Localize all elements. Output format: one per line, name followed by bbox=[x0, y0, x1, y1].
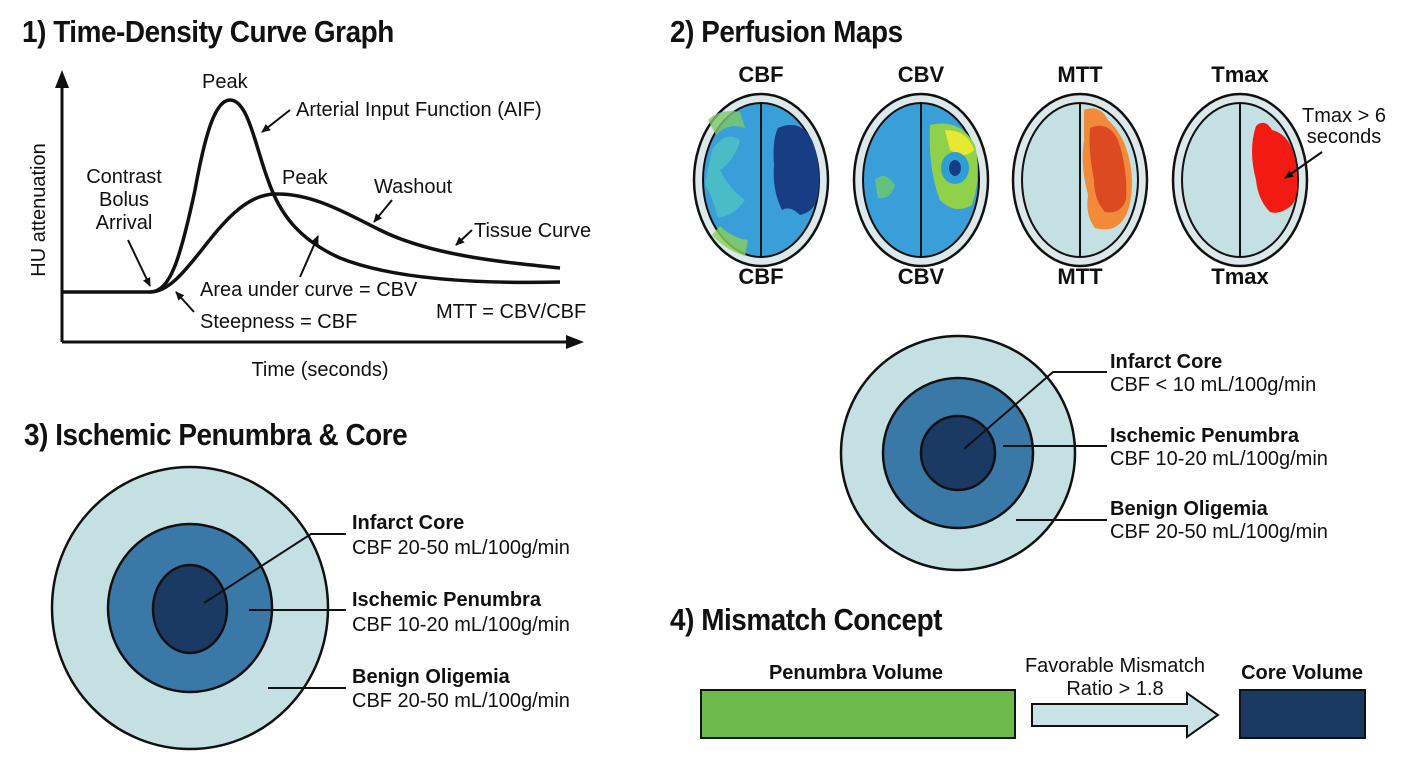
brain-map-cbv: CBV CBV bbox=[852, 62, 990, 289]
section-title-mismatch: 4) Mismatch Concept bbox=[670, 602, 943, 637]
brain-map-mtt: MTT MTT bbox=[1011, 62, 1149, 289]
section-title-penumbra-core: 3) Ischemic Penumbra & Core bbox=[24, 417, 408, 452]
zone-name: Infarct Core bbox=[1110, 351, 1222, 373]
tmax-delay-region bbox=[1252, 122, 1298, 213]
penumbra-volume-label: Penumbra Volume bbox=[769, 662, 943, 684]
mismatch-ratio-line1: Favorable Mismatch bbox=[1025, 655, 1205, 677]
area-cbv-label: Area under curve = CBV bbox=[200, 279, 418, 301]
mismatch-ratio-line2: Ratio > 1.8 bbox=[1066, 678, 1163, 700]
perfusion-maps: CBF CBF CBV CBV MTT bbox=[692, 62, 1386, 289]
x-axis-label: Time (seconds) bbox=[251, 359, 388, 381]
time-density-chart: Peak Arterial Input Function (AIF) Peak … bbox=[28, 70, 591, 381]
aif-label: Arterial Input Function (AIF) bbox=[296, 99, 542, 121]
cbv-core-spot bbox=[949, 160, 961, 176]
cbf-gyri-pattern bbox=[705, 136, 745, 218]
washout-pointer bbox=[373, 199, 393, 223]
cbv-high-region bbox=[945, 130, 974, 155]
cbf-low-flow-region bbox=[773, 124, 820, 215]
map-bottom-label: CBV bbox=[898, 264, 945, 289]
tmax-note-line1: Tmax > 6 bbox=[1302, 105, 1386, 127]
section-title-time-density: 1) Time-Density Curve Graph bbox=[22, 14, 394, 49]
map-bottom-label: MTT bbox=[1057, 264, 1103, 289]
washout-label: Washout bbox=[374, 176, 453, 198]
cbf-gyri-pattern-2 bbox=[708, 111, 745, 135]
mismatch-arrow-icon bbox=[1031, 691, 1220, 739]
mismatch-diagram: Penumbra Volume Favorable Mismatch Ratio… bbox=[700, 655, 1366, 739]
cbf-gyri-pattern-3 bbox=[712, 226, 748, 256]
tissue-curve-label: Tissue Curve bbox=[474, 220, 591, 242]
y-axis-label: HU attenuation bbox=[28, 143, 50, 276]
steepness-pointer bbox=[175, 291, 195, 313]
zones-diagram-right: Infarct Core CBF < 10 mL/100g/min Ischem… bbox=[839, 334, 1328, 572]
map-top-label: CBF bbox=[738, 62, 783, 87]
contrast-pointer bbox=[127, 239, 151, 287]
brain-map-cbf: CBF CBF bbox=[692, 62, 830, 289]
tmax-note-line2: seconds bbox=[1307, 126, 1382, 148]
aif-curve bbox=[62, 98, 561, 294]
map-top-label: MTT bbox=[1057, 62, 1103, 87]
core-leader-line bbox=[963, 371, 1107, 450]
zone-name: Ischemic Penumbra bbox=[1110, 425, 1300, 447]
zone-value: CBF < 10 mL/100g/min bbox=[1110, 374, 1316, 396]
contrast-label-line1: Contrast bbox=[86, 166, 162, 188]
aif-pointer bbox=[261, 109, 291, 133]
core-volume-bar bbox=[1239, 689, 1366, 739]
area-pointer bbox=[299, 235, 319, 278]
tmax-pointer bbox=[1284, 151, 1323, 179]
zone-name: Ischemic Penumbra bbox=[352, 589, 542, 611]
contrast-label-line3: Arrival bbox=[96, 212, 153, 234]
penumbra-volume-bar bbox=[700, 689, 1016, 739]
steepness-cbf-label: Steepness = CBF bbox=[200, 311, 357, 333]
zone-name: Infarct Core bbox=[352, 512, 464, 534]
zone-value: CBF 10-20 mL/100g/min bbox=[352, 614, 570, 636]
core-zone bbox=[151, 563, 229, 655]
section-title-perfusion-maps: 2) Perfusion Maps bbox=[670, 14, 903, 49]
brain-map-tmax: Tmax Tmax > 6 seconds Tmax bbox=[1171, 62, 1386, 289]
aif-peak-label: Peak bbox=[202, 71, 249, 93]
tissue-curve-pointer bbox=[455, 229, 473, 246]
zone-value: CBF 20-50 mL/100g/min bbox=[352, 537, 570, 559]
core-leader-line bbox=[203, 533, 346, 604]
contrast-label-line2: Bolus bbox=[99, 189, 149, 211]
zone-name: Benign Oligemia bbox=[352, 666, 511, 688]
zone-name: Benign Oligemia bbox=[1110, 498, 1269, 520]
y-axis-arrowhead-icon bbox=[55, 70, 69, 88]
mtt-formula-label: MTT = CBV/CBF bbox=[436, 301, 586, 323]
tissue-peak-label: Peak bbox=[282, 167, 329, 189]
core-volume-label: Core Volume bbox=[1241, 662, 1363, 684]
map-top-label: Tmax bbox=[1211, 62, 1269, 87]
mtt-prolonged-inner bbox=[1089, 125, 1127, 213]
core-zone bbox=[919, 414, 997, 492]
map-bottom-label: CBF bbox=[738, 264, 783, 289]
cbv-gyri-pattern bbox=[875, 176, 895, 199]
tissue-curve bbox=[149, 192, 561, 294]
zone-value: CBF 20-50 mL/100g/min bbox=[1110, 521, 1328, 543]
map-bottom-label: Tmax bbox=[1211, 264, 1269, 289]
map-top-label: CBV bbox=[898, 62, 945, 87]
x-axis-arrowhead-icon bbox=[566, 335, 584, 349]
penumbra-core-diagram: Infarct Core CBF 20-50 mL/100g/min Ische… bbox=[50, 465, 570, 751]
zone-value: CBF 20-50 mL/100g/min bbox=[352, 690, 570, 712]
zone-value: CBF 10-20 mL/100g/min bbox=[1110, 448, 1328, 470]
